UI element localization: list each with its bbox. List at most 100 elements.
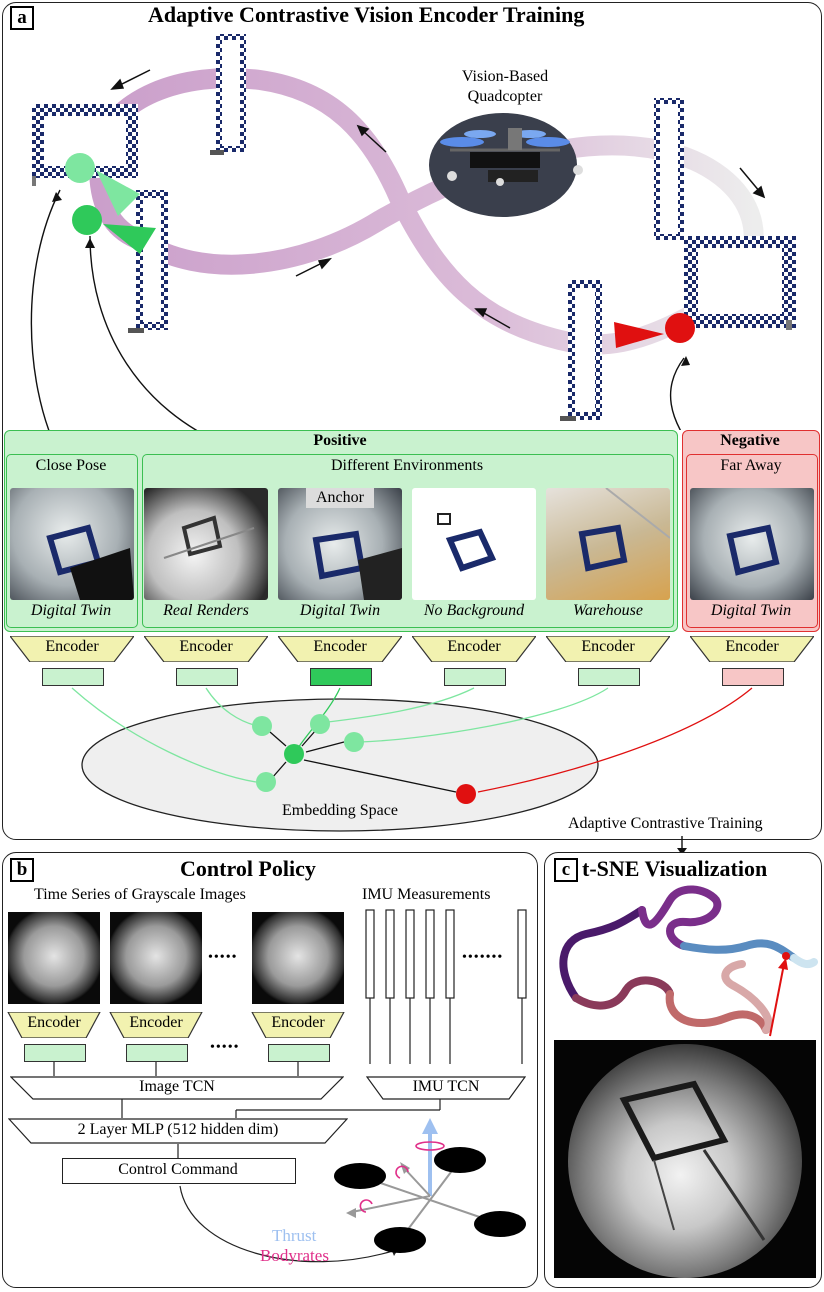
- thumb-close-pose: [10, 488, 134, 600]
- caption-anchor: Digital Twin: [299, 602, 381, 619]
- different-env-box: [142, 454, 674, 628]
- thumb-warehouse: [546, 488, 670, 600]
- embedding-dot-2: [310, 714, 330, 734]
- encoder-real-renders: Encoder: [144, 636, 268, 686]
- adaptive-contrastive-training-label: Adaptive Contrastive Training: [564, 815, 767, 833]
- encoder-label: Encoder: [45, 638, 99, 655]
- rotor-3: [474, 1211, 526, 1237]
- control-command-box: [62, 1158, 296, 1184]
- encoder-frame-2: Encoder: [104, 1012, 228, 1062]
- encoder-far-away: Encoder: [690, 636, 814, 686]
- encoder-label: Encoder: [725, 638, 779, 655]
- panel-a-tag: a: [10, 6, 34, 30]
- embedding-space-label: Embedding Space: [282, 802, 398, 819]
- embedding-anchor-dot: [284, 744, 304, 764]
- encoder-label: Encoder: [27, 1014, 81, 1031]
- encoder-label: Encoder: [179, 638, 233, 655]
- rotor-1: [334, 1163, 386, 1189]
- caption-no-background: No Background: [423, 602, 525, 619]
- imu-ellipsis: •••••••: [462, 950, 504, 965]
- embedding-box: [268, 1044, 330, 1062]
- embedding-box: [24, 1044, 86, 1062]
- tsne-sample-image: [554, 1040, 816, 1278]
- embedding-box: [310, 668, 372, 686]
- panel-b-title: Control Policy: [180, 856, 316, 881]
- race-track-illustration: [30, 34, 796, 430]
- encoder-no-background: Encoder: [412, 636, 536, 686]
- embedding-box: [722, 668, 784, 686]
- far-away-box: [686, 454, 818, 628]
- panel-b-tag: b: [10, 858, 34, 882]
- frame-2: [110, 912, 202, 1004]
- embedding-box: [42, 668, 104, 686]
- rotor-4: [374, 1227, 426, 1253]
- embedding-box: [444, 668, 506, 686]
- tsne-highlight-dot: [782, 952, 790, 960]
- quadcopter-label-line1: Vision-Based: [461, 68, 549, 85]
- anchor-label: Anchor: [306, 488, 374, 508]
- image-tcn-shape: [10, 1076, 344, 1100]
- frame-1: [8, 912, 100, 1004]
- thrust-label: Thrust: [272, 1226, 317, 1245]
- panel-c-title: t-SNE Visualization: [582, 856, 768, 881]
- embedding-box: [176, 668, 238, 686]
- imu-tcn-label: IMU TCN: [412, 1078, 480, 1095]
- mlp-label: 2 Layer MLP (512 hidden dim): [77, 1121, 279, 1138]
- encoder-label: Encoder: [313, 638, 367, 655]
- encoder-anchor: Encoder: [278, 636, 402, 686]
- mlp-shape: [8, 1118, 348, 1144]
- quadrotor-diagram: [334, 1118, 526, 1253]
- encoder-label: Encoder: [129, 1014, 183, 1031]
- encoder-frame-3: Encoder: [246, 1012, 370, 1062]
- thumb-far-away: [690, 488, 814, 600]
- gate-mid-left: [128, 190, 168, 333]
- imu-measurements-label: IMU Measurements: [362, 886, 491, 903]
- embedding-box: [126, 1044, 188, 1062]
- caption-warehouse: Warehouse: [573, 602, 643, 619]
- imu-tcn-shape: [366, 1076, 526, 1100]
- embedding-dot-3: [344, 732, 364, 752]
- embedding-box: [578, 668, 640, 686]
- encoder-label: Encoder: [271, 1014, 325, 1031]
- encoder-frame-1: Encoder: [2, 1012, 126, 1062]
- embedding-negative-dot: [456, 784, 476, 804]
- encoder-label: Encoder: [581, 638, 635, 655]
- thumb-real-renders: [144, 488, 268, 600]
- gate-bottom-center: [560, 280, 602, 421]
- close-pose-label: Close Pose: [35, 457, 107, 474]
- gate-in-view: [619, 1080, 766, 1241]
- gate-right-upper: [654, 98, 684, 240]
- panel-c-tag: c: [554, 858, 578, 882]
- encoder-warehouse: Encoder: [546, 636, 670, 686]
- positive-label: Positive: [313, 432, 367, 449]
- quadcopter-image: [440, 128, 583, 186]
- tsne-scatter: [559, 885, 818, 1037]
- embedding-dot-1: [252, 716, 272, 736]
- caption-close-pose: Digital Twin: [30, 602, 112, 619]
- close-pose-dot: [65, 153, 95, 183]
- anchor-pose-dot: [72, 205, 102, 235]
- negative-label: Negative: [720, 432, 780, 449]
- gate-right-large: [684, 236, 796, 330]
- close-pose-box: [6, 454, 138, 628]
- encoder-label: Encoder: [447, 638, 501, 655]
- caption-far-away: Digital Twin: [710, 602, 792, 619]
- embedding-dot-4: [256, 772, 276, 792]
- footer-arrow: [677, 836, 687, 855]
- far-away-label: Far Away: [720, 457, 782, 474]
- panel-a-title: Adaptive Contrastive Vision Encoder Trai…: [148, 2, 585, 27]
- control-command-label: Control Command: [118, 1161, 238, 1178]
- thumb-no-background: [412, 488, 536, 600]
- embedding-space-diagram: [71, 687, 753, 832]
- imu-measurements: [365, 909, 527, 1064]
- caption-real-renders: Real Renders: [163, 602, 249, 619]
- frame-3: [252, 912, 344, 1004]
- rotor-2: [434, 1147, 486, 1173]
- different-env-label: Different Environments: [330, 457, 484, 474]
- frames-ellipsis: •••••: [208, 950, 238, 965]
- encoders-ellipsis: •••••: [210, 1040, 240, 1055]
- bodyrates-label: Bodyrates: [260, 1246, 329, 1265]
- time-series-label: Time Series of Grayscale Images: [34, 886, 246, 903]
- gate-top-pole: [210, 34, 246, 155]
- panel-a: [2, 2, 822, 840]
